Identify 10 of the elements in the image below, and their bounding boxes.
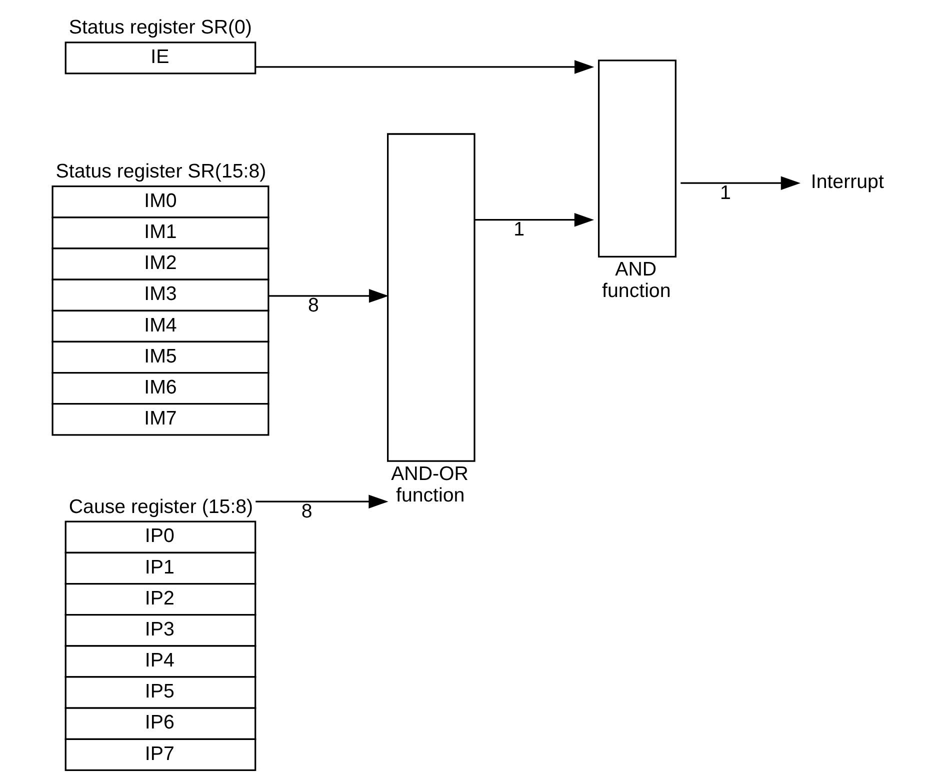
node-label: Cause register (15:8) (68, 496, 253, 518)
node-label: Status register SR(15:8) (55, 160, 266, 183)
node-label: AND function (602, 258, 670, 302)
node-label: Status register SR(0) (68, 16, 252, 39)
edge-label: 1 (513, 218, 524, 241)
node-text: Interrupt (810, 171, 884, 194)
edge-label: 8 (308, 294, 318, 317)
edge-label: 1 (719, 182, 730, 204)
node-label: AND-OR function (390, 463, 468, 506)
edge-label: 8 (300, 500, 312, 522)
